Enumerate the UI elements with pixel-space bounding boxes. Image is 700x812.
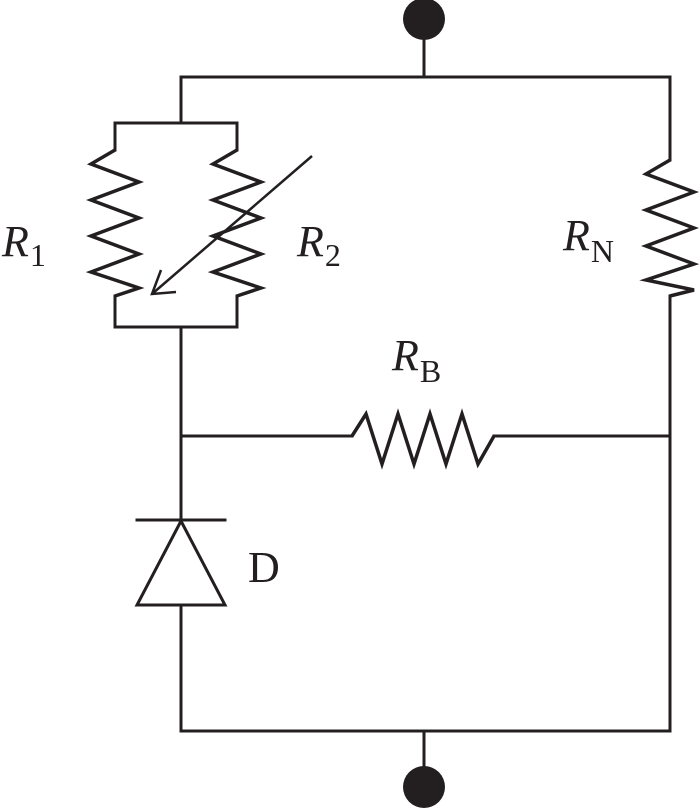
top-terminal xyxy=(403,0,445,40)
label-rb: RB xyxy=(391,331,441,389)
diode-d xyxy=(134,517,228,607)
bottom-terminal xyxy=(403,766,445,808)
diode-triangle xyxy=(134,517,228,607)
resistor-rn xyxy=(639,158,700,298)
label-r1: R1 xyxy=(1,217,46,273)
resistor-r1 xyxy=(85,148,145,298)
resistor-rb xyxy=(350,408,496,470)
wires xyxy=(113,36,672,770)
label-d: D xyxy=(248,543,280,592)
label-r2: R2 xyxy=(296,217,341,273)
label-rn: RN xyxy=(562,211,614,269)
resistor-r2 xyxy=(207,148,267,298)
variable-resistor-arrow xyxy=(150,155,313,296)
